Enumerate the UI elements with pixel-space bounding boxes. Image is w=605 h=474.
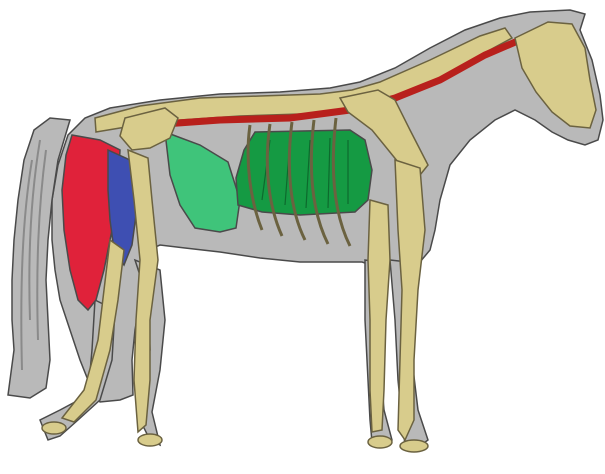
- thorax-muscle-dark-green: [236, 130, 372, 215]
